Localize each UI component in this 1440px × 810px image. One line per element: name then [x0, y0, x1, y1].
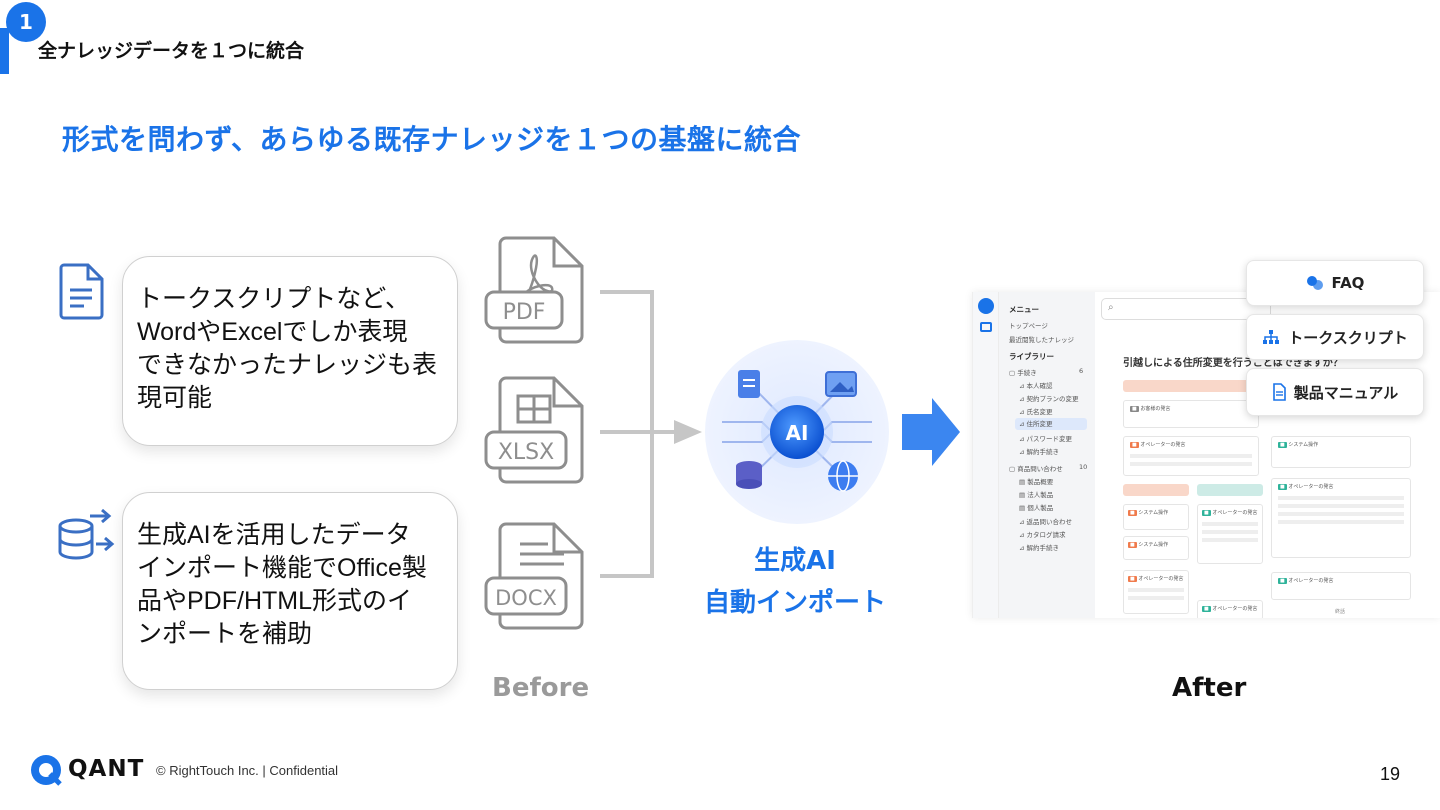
search-input[interactable]: ⌕	[1101, 298, 1271, 320]
chip-label: トークスクリプト	[1288, 328, 1408, 347]
menu-title: メニュー	[1009, 305, 1039, 314]
section-title: 全ナレッジデータを１つに統合	[38, 40, 305, 62]
flow-node[interactable]: ■ お客様の発言	[1123, 400, 1259, 428]
app-icon-rail	[973, 292, 999, 618]
sidebar-item[interactable]: ⊿ 本人確認	[1019, 382, 1053, 390]
main-title: 引越しによる住所変更を行うことはできますか？	[1123, 358, 1343, 369]
library-icon[interactable]	[980, 322, 992, 332]
chip-talk-script[interactable]: トークスクリプト	[1246, 314, 1424, 360]
app-screenshot: メニュー トップページ 最近閲覧したナレッジ ライブラリー ▢ 手続き 6 ⊿ …	[972, 292, 1440, 618]
card-line: インポート機能でOffice製	[137, 554, 427, 582]
sidebar-item[interactable]: ▤ 個人製品	[1019, 504, 1054, 512]
hierarchy-icon	[1263, 330, 1280, 344]
before-label: Before	[492, 673, 590, 703]
docx-file-icon: DOCX	[484, 522, 584, 630]
card-line: できなかったナレッジも表	[137, 351, 438, 379]
pdf-file-icon: PDF	[484, 236, 584, 344]
flow-header	[1197, 484, 1263, 496]
flow-node[interactable]: ■ オペレーターの発言	[1123, 570, 1189, 614]
search-icon: ⌕	[1108, 302, 1114, 313]
flow-node[interactable]: ■ オペレーターの発言	[1123, 436, 1259, 476]
brand-name: QANT	[68, 756, 145, 782]
flow-node[interactable]: ■ システム操作	[1271, 436, 1411, 468]
flow-node[interactable]: ■ オペレーターの発言	[1197, 600, 1263, 618]
card-line: 品やPDF/HTML形式のイ	[137, 587, 413, 615]
faq-icon	[1306, 276, 1323, 290]
sidebar-item[interactable]: ⊿ カタログ請求	[1019, 531, 1066, 539]
chip-label: FAQ	[1331, 274, 1365, 292]
right-arrow-icon	[902, 398, 960, 466]
feature-card-knowledge: トークスクリプトなど、 WordやExcelでしか表現 できなかったナレッジも表…	[122, 256, 458, 446]
ai-badge: AI	[786, 421, 809, 445]
flow-end-label: 終話	[1335, 609, 1346, 615]
merge-connector	[600, 290, 702, 578]
sidebar-item[interactable]: ⊿ 解約手続き	[1019, 544, 1060, 552]
app-sidebar: メニュー トップページ 最近閲覧したナレッジ ライブラリー ▢ 手続き 6 ⊿ …	[999, 292, 1095, 618]
flow-header	[1123, 380, 1259, 392]
card-line: WordやExcelでしか表現	[137, 318, 408, 346]
feature-card-import: 生成AIを活用したデータ インポート機能でOffice製 品やPDF/HTML形…	[122, 492, 458, 690]
document-icon	[59, 263, 104, 320]
card-line: ンポートを補助	[137, 620, 313, 648]
sidebar-group-count: 6	[1079, 367, 1084, 375]
flow-node[interactable]: ■ システム操作	[1123, 504, 1189, 530]
flow-node[interactable]: ■ オペレーターの発言	[1197, 504, 1263, 564]
sidebar-item-selected[interactable]: ⊿ 住所変更	[1015, 418, 1087, 430]
sidebar-link[interactable]: 最近閲覧したナレッジ	[1009, 336, 1074, 344]
sidebar-link[interactable]: トップページ	[1009, 322, 1048, 330]
sidebar-item[interactable]: ⊿ 解約手続き	[1019, 448, 1060, 456]
sidebar-item[interactable]: ⊿ 契約プランの変更	[1019, 395, 1079, 403]
sidebar-item[interactable]: ▤ 法人製品	[1019, 491, 1054, 499]
ai-caption-line: 自動インポート	[703, 588, 886, 618]
flow-node[interactable]: ■ システム操作	[1123, 536, 1189, 560]
card-line: トークスクリプトなど、	[137, 285, 411, 313]
page-headline: 形式を問わず、あらゆる既存ナレッジを１つの基盤に統合	[62, 123, 802, 156]
sidebar-group-count: 10	[1079, 463, 1088, 471]
sidebar-item[interactable]: ▤ 製品概要	[1019, 478, 1054, 486]
database-import-icon	[58, 508, 115, 560]
copyright-text: © RightTouch Inc. | Confidential	[156, 763, 339, 778]
file-label: XLSX	[498, 440, 554, 465]
qant-logo-icon	[31, 755, 62, 786]
library-title: ライブラリー	[1009, 352, 1054, 361]
sidebar-item[interactable]: ⊿ 返品問い合わせ	[1019, 518, 1073, 526]
sidebar-item[interactable]: ⊿ パスワード変更	[1019, 435, 1073, 443]
chip-label: 製品マニュアル	[1293, 383, 1399, 402]
section-number-badge: 1	[6, 2, 46, 42]
chip-product-manual[interactable]: 製品マニュアル	[1246, 368, 1424, 416]
card-line: 現可能	[137, 384, 213, 412]
file-label: DOCX	[495, 586, 557, 610]
ai-caption-line: 生成AI	[754, 546, 836, 576]
card-line: 生成AIを活用したデータ	[137, 521, 411, 549]
ai-import-caption: 生成AI 自動インポート	[690, 540, 900, 624]
flow-node[interactable]: ■ オペレーターの発言	[1271, 478, 1411, 558]
flow-header	[1123, 484, 1189, 496]
app-logo-icon	[978, 298, 994, 314]
sidebar-group[interactable]: ▢ 手続き	[1009, 369, 1037, 377]
chip-faq[interactable]: FAQ	[1246, 260, 1424, 306]
manual-icon	[1272, 383, 1286, 401]
file-label: PDF	[503, 300, 546, 325]
ai-hub-graphic: AI	[705, 340, 889, 524]
sidebar-group[interactable]: ▢ 商品問い合わせ	[1009, 465, 1063, 473]
sidebar-item[interactable]: ⊿ 氏名変更	[1019, 408, 1053, 416]
flow-node[interactable]: ■ オペレーターの発言	[1271, 572, 1411, 600]
xlsx-file-icon: XLSX	[484, 376, 584, 484]
page-number: 19	[1380, 764, 1401, 784]
section-marker-bar	[0, 28, 9, 74]
after-label: After	[1172, 673, 1247, 703]
